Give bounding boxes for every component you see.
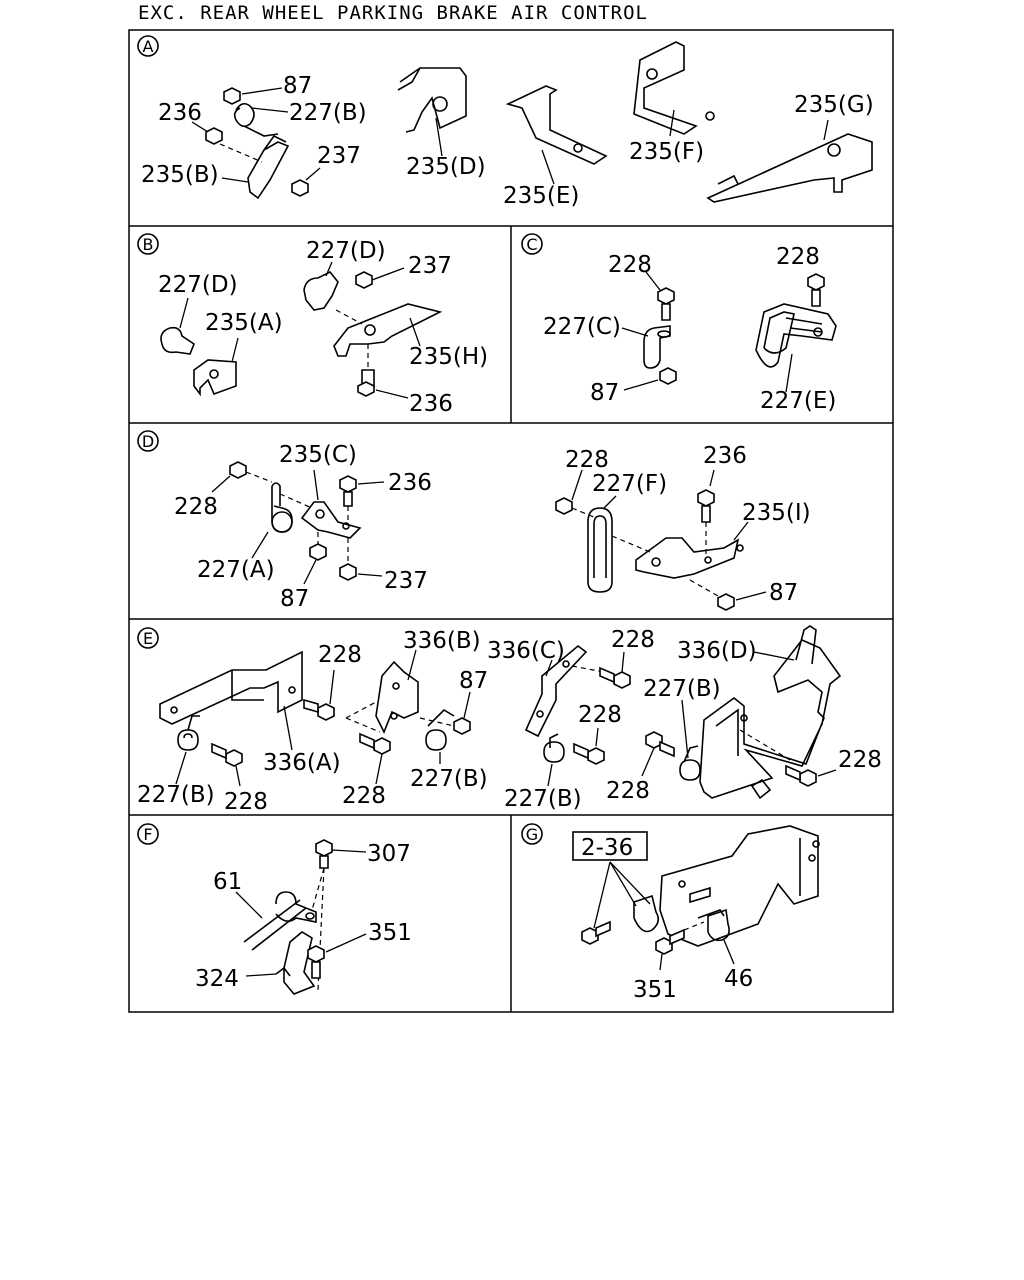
label-e-228-mid: 228 (578, 702, 622, 728)
section-f-drawing (235, 839, 367, 995)
label-e-228-bottom-mid: 228 (342, 783, 386, 809)
label-c-228-right: 228 (776, 244, 820, 270)
label-d-227a: 227(A) (197, 557, 275, 583)
section-b-marker: B (137, 233, 159, 255)
label-b-237: 237 (408, 253, 452, 279)
label-c-228-left: 228 (608, 252, 652, 278)
svg-text:C: C (526, 235, 537, 254)
label-c-227e: 227(E) (760, 388, 836, 414)
label-e-227b-mid: 227(B) (410, 766, 488, 792)
label-a-236: 236 (158, 100, 202, 126)
label-b-235h: 235(H) (409, 344, 488, 370)
label-d-236-left: 236 (388, 470, 432, 496)
section-e-drawing (159, 625, 842, 800)
label-d-228-left: 228 (174, 494, 218, 520)
section-d-drawing (211, 461, 767, 611)
label-g-351: 351 (633, 977, 677, 1003)
label-a-235e: 235(E) (503, 183, 579, 209)
label-e-336c: 336(C) (487, 638, 565, 664)
label-b-227d-left: 227(D) (158, 272, 238, 298)
label-c-87: 87 (590, 380, 619, 406)
section-g-marker: G (521, 823, 543, 845)
svg-text:B: B (143, 235, 154, 254)
label-a-235f: 235(F) (629, 139, 704, 165)
label-e-227b-top-right: 227(B) (643, 676, 721, 702)
label-b-236: 236 (409, 391, 453, 417)
label-d-228-right: 228 (565, 447, 609, 473)
svg-text:A: A (143, 37, 154, 56)
label-d-235c: 235(C) (279, 442, 357, 468)
label-e-336d: 336(D) (677, 638, 757, 664)
section-g-drawing (572, 825, 820, 971)
label-a-235b: 235(B) (141, 162, 219, 188)
svg-text:F: F (143, 825, 152, 844)
label-e-228-bottom-left: 228 (224, 789, 268, 815)
label-d-87-right: 87 (769, 580, 798, 606)
diagram-title: EXC. REAR WHEEL PARKING BRAKE AIR CONTRO… (138, 2, 648, 24)
label-a-235g: 235(G) (794, 92, 874, 118)
label-a-235d: 235(D) (406, 154, 486, 180)
label-f-351: 351 (368, 920, 412, 946)
label-a-227b: 227(B) (289, 100, 367, 126)
label-c-227c: 227(C) (543, 314, 621, 340)
label-a-87: 87 (283, 73, 312, 99)
label-e-87: 87 (459, 668, 488, 694)
section-c-marker: C (521, 233, 543, 255)
label-f-61: 61 (213, 869, 242, 895)
label-d-235i: 235(I) (742, 500, 811, 526)
label-e-228-top-left: 228 (318, 642, 362, 668)
section-a-marker: A (137, 35, 159, 57)
label-b-235a: 235(A) (205, 310, 283, 336)
label-d-87-left: 87 (280, 586, 309, 612)
section-b-drawing (160, 261, 443, 399)
label-e-227b-bottom: 227(B) (504, 786, 582, 812)
label-g-2-36: 2-36 (581, 835, 633, 861)
label-e-336a: 336(A) (263, 750, 341, 776)
label-d-236-right: 236 (703, 443, 747, 469)
label-d-227f: 227(F) (592, 471, 667, 497)
section-f-marker: F (137, 823, 159, 845)
label-d-237: 237 (384, 568, 428, 594)
label-e-227b-left: 227(B) (137, 782, 215, 808)
section-e-marker: E (137, 627, 159, 649)
frame-grid (128, 29, 894, 1013)
svg-text:G: G (526, 825, 538, 844)
label-e-228-right: 228 (838, 747, 882, 773)
section-a-drawing (191, 41, 873, 203)
section-c-drawing (621, 271, 837, 393)
label-f-324: 324 (195, 966, 239, 992)
svg-text:E: E (143, 629, 153, 648)
label-g-46: 46 (724, 966, 753, 992)
label-e-336b: 336(B) (403, 628, 481, 654)
label-b-227d-right: 227(D) (306, 238, 386, 264)
svg-text:D: D (142, 432, 154, 451)
label-e-228-bottom-right: 228 (606, 778, 650, 804)
label-e-228-top-mid: 228 (611, 627, 655, 653)
label-a-237: 237 (317, 143, 361, 169)
label-f-307: 307 (367, 841, 411, 867)
section-d-marker: D (137, 430, 159, 452)
